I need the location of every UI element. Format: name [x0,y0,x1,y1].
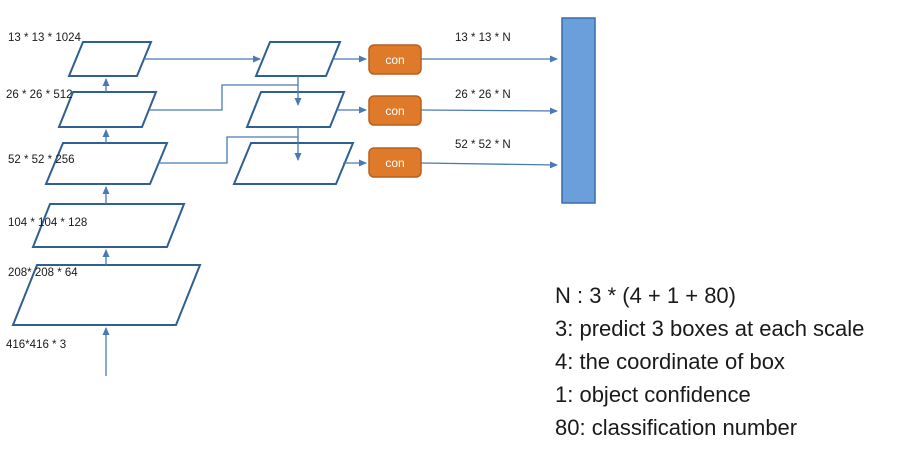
label-52x52xN: 52 * 52 * N [455,139,511,151]
label-13x13x1024: 13 * 13 * 1024 [8,32,82,44]
legend-line-5: 80: classification number [555,415,797,440]
label-13x13xN: 13 * 13 * N [455,32,511,44]
arrow-26-to-neck [149,84,298,111]
con-label-26: con [385,104,404,118]
label-26x26xN: 26 * 26 * N [455,89,511,101]
backbone-layer-104 [31,203,186,248]
backbone-layer-208 [11,264,202,326]
label-26x26x512: 26 * 26 * 512 [6,89,73,101]
backbone-layer-26 [57,91,158,128]
backbone-layer-52 [44,142,169,185]
con-label-52: con [385,156,404,170]
legend-line-4: 1: object confidence [555,382,751,407]
label-416x416x3: 416*416 * 3 [6,339,66,351]
neck-layer-13 [254,41,342,77]
backbone-layer-13 [67,41,153,77]
label-104x104x128: 104 * 104 * 128 [8,217,87,229]
con-label-13: con [385,53,404,67]
neck-layer-52 [232,142,355,185]
label-208x208x64: 208* 208 * 64 [8,267,78,279]
con-box-52 [368,147,422,178]
legend-line-3: 4: the coordinate of box [555,349,785,374]
arrow-con52-to-output [420,161,558,169]
legend-line-1: N : 3 * (4 + 1 + 80) [555,283,736,308]
label-52x52x256: 52 * 52 * 256 [8,154,75,166]
neck-layer-26 [245,91,346,128]
legend-line-2: 3: predict 3 boxes at each scale [555,316,864,341]
output-block [561,17,596,204]
arrow-52-to-neck [158,136,298,164]
arrow-con26-to-output [420,107,558,115]
